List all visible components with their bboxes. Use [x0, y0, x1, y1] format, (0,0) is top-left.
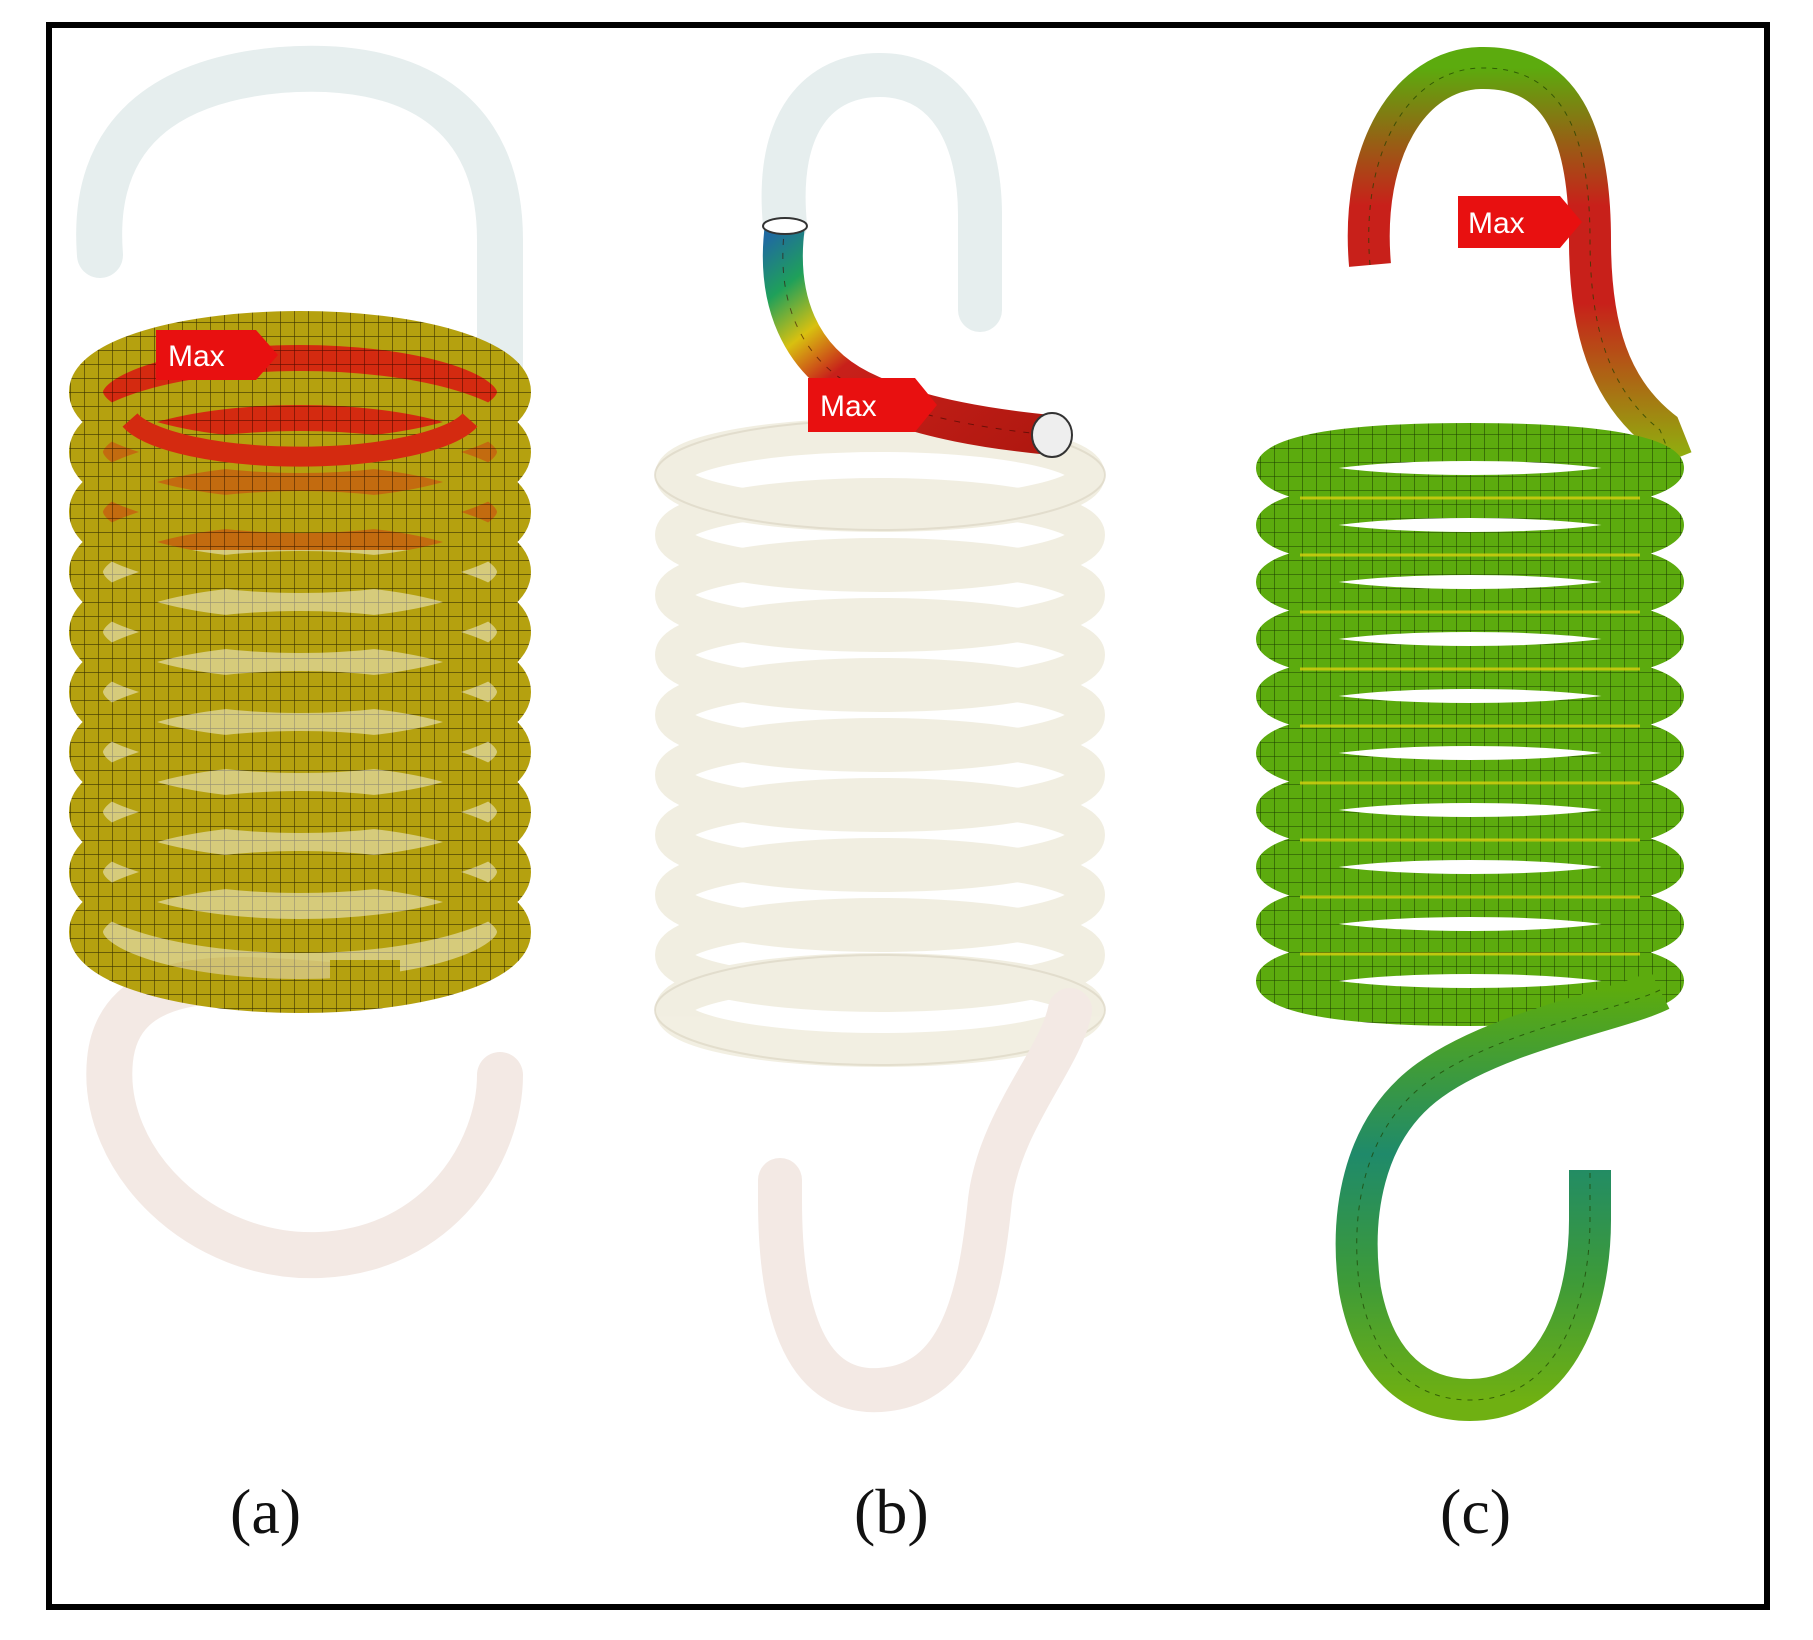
panel-b-max-marker: Max	[808, 378, 937, 432]
panel-a-caption: (a)	[230, 1476, 302, 1547]
panel-c-caption: (c)	[1440, 1476, 1512, 1547]
panel-c-max-marker: Max	[1458, 196, 1582, 248]
panel-b-caption: (b)	[854, 1476, 929, 1547]
panel-a-spring	[69, 45, 531, 1279]
panel-b-max-label: Max	[820, 390, 877, 423]
panel-b-spring	[654, 52, 1106, 1413]
panel-a-max-marker: Max	[156, 330, 278, 380]
panel-a-max-label: Max	[168, 340, 225, 373]
panel-c-max-label: Max	[1468, 207, 1525, 240]
panel-c-spring	[1256, 47, 1692, 1422]
